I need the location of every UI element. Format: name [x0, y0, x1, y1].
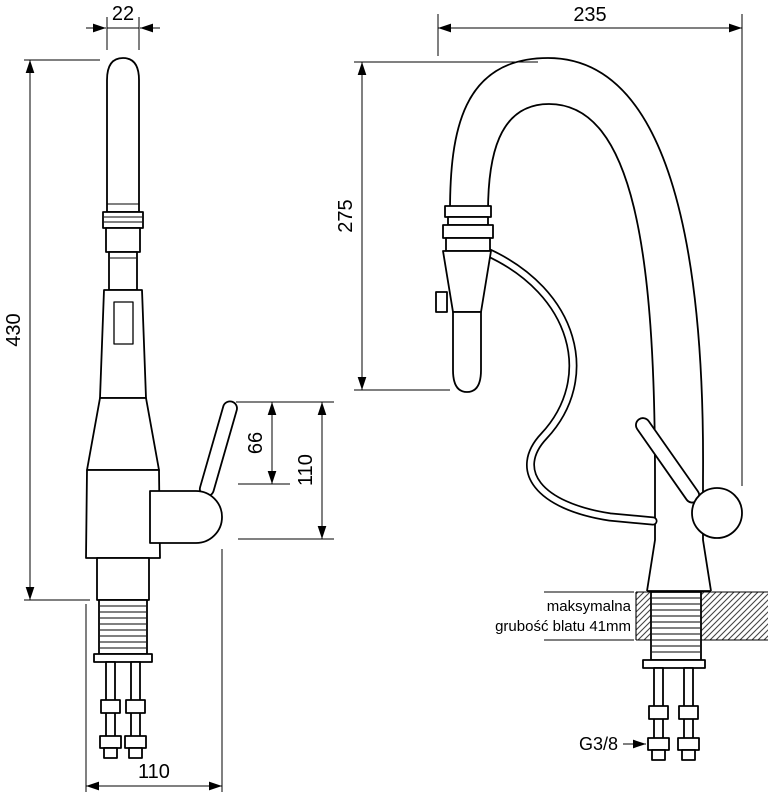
countertop-note-line1: maksymalna [547, 598, 632, 615]
threaded-shank-side [650, 591, 702, 661]
dim-label-235: 235 [573, 4, 606, 26]
dimension-handle-offset: 66 [236, 401, 334, 485]
hose-fitting [647, 737, 670, 751]
hose-fitting [124, 735, 147, 749]
thread-label: G3/8 [579, 734, 618, 754]
hose-fitting [677, 737, 700, 751]
base-front [96, 557, 150, 601]
dim-label-430: 430 [3, 313, 25, 346]
dim-label-110-bottom: 110 [138, 761, 170, 783]
dimension-spout-width: 22 [86, 3, 160, 50]
hose-fitting [99, 735, 122, 749]
spray-head [435, 205, 494, 393]
countertop-note: maksymalna grubość blatu 41mm [495, 591, 634, 641]
mounting-washer-side [642, 659, 706, 669]
spout-front [106, 57, 140, 213]
thread-callout: G3/8 [579, 734, 646, 754]
dimension-base-width: 110 [85, 549, 223, 792]
dim-label-275: 275 [335, 199, 357, 232]
handle-lever-side [635, 417, 701, 504]
spray-nozzle [452, 311, 482, 393]
body-window-detail [113, 301, 134, 345]
handle-boss-side [691, 487, 743, 539]
front-view [85, 57, 238, 759]
dimension-spout-height: 275 [335, 61, 538, 391]
gooseneck-outer [449, 57, 704, 479]
dim-label-110-side: 110 [295, 454, 317, 486]
hex-nut [125, 699, 146, 714]
gooseneck-inner [487, 103, 656, 479]
mounting-washer-front [93, 653, 153, 663]
hex-nut [678, 705, 699, 720]
dim-label-66: 66 [245, 432, 267, 454]
spray-button [435, 291, 448, 313]
dimension-handle-height: 110 [238, 402, 334, 540]
handle-lever-front [198, 400, 238, 498]
countertop-note-line2: grubość blatu 41mm [495, 618, 631, 635]
threaded-shank-front [98, 599, 148, 655]
spout-collar [102, 211, 144, 229]
handle-boss-front [149, 490, 223, 544]
side-view [435, 57, 768, 761]
main-body-front [85, 469, 161, 559]
dim-label-22: 22 [112, 3, 134, 25]
dimension-reach: 235 [437, 4, 743, 486]
dimension-total-height: 430 [3, 59, 100, 601]
hex-nut [648, 705, 669, 720]
hex-nut [100, 699, 121, 714]
